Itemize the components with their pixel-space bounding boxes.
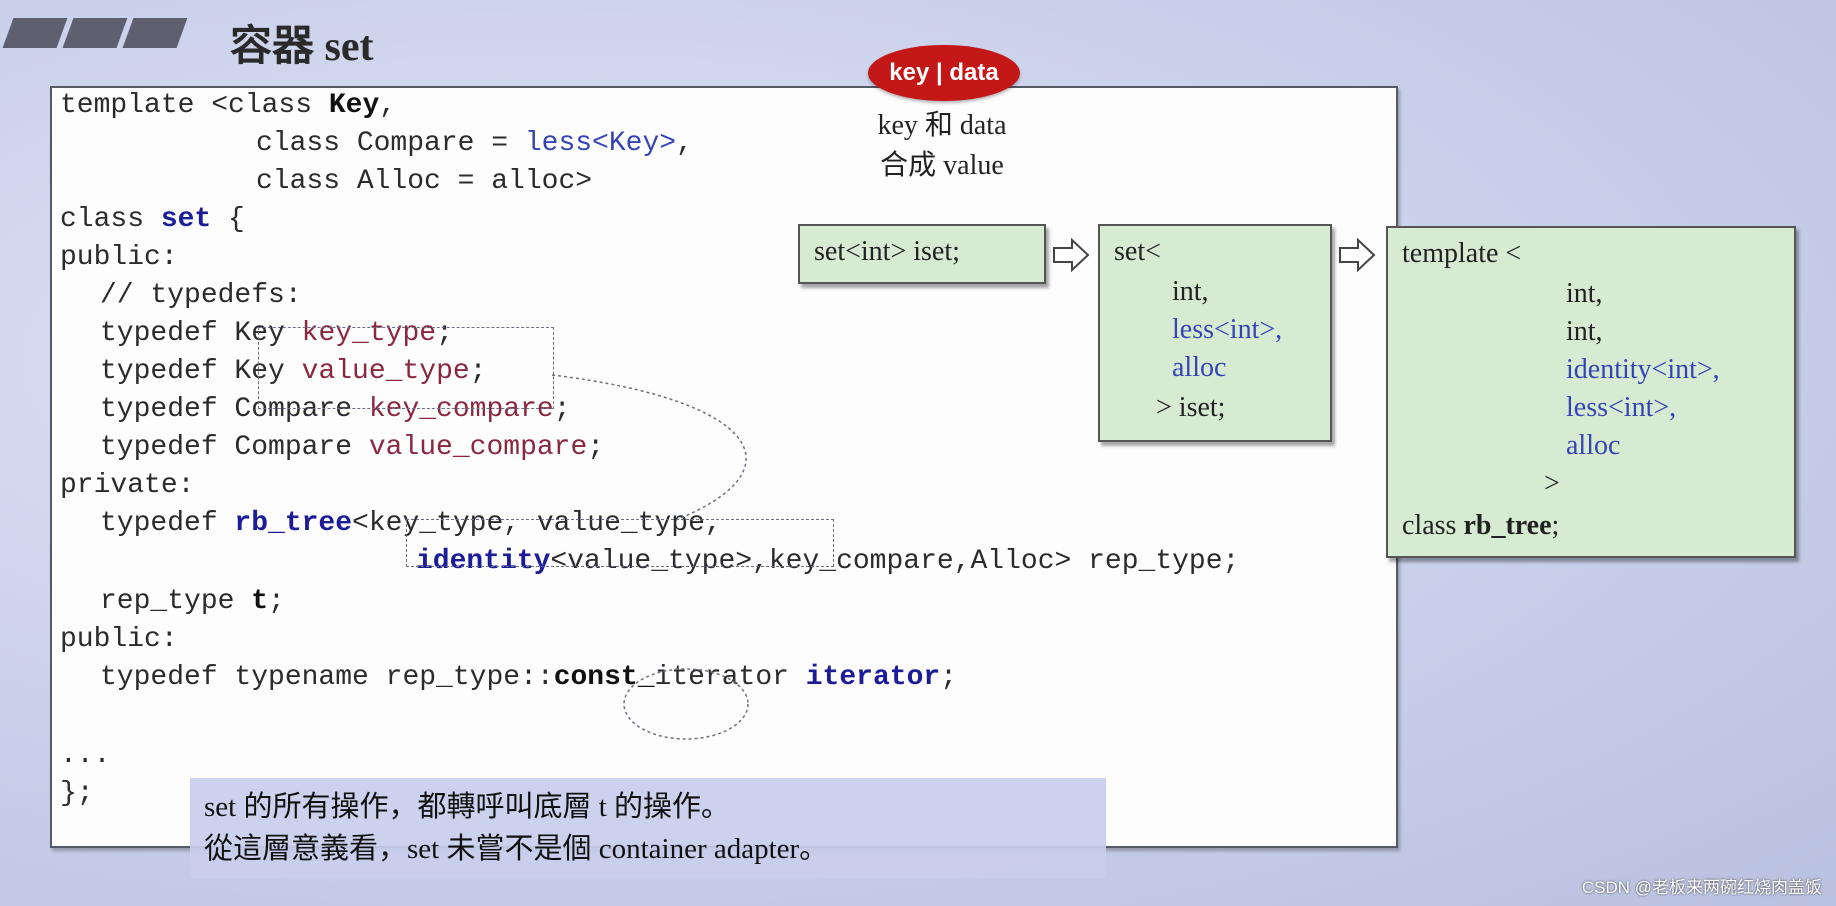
code-line-13: identity<value_type>,key_compare,Alloc> …: [416, 546, 1240, 577]
code-line-5: public:: [60, 242, 178, 273]
code-line-6: // typedefs:: [100, 280, 302, 311]
code-line-18: };: [60, 778, 94, 809]
code-line-15: public:: [60, 624, 178, 655]
code-line-8: typedef Key value_type;: [100, 356, 487, 387]
code-line-7: typedef Key key_type;: [100, 318, 453, 349]
iset-declaration-box: set<int> iset;: [798, 224, 1046, 284]
arrow-right-icon: [1339, 238, 1376, 272]
key-data-note: key 和 data 合成 value: [877, 110, 1007, 181]
key-value-type-highlight: [258, 327, 554, 409]
rb-tree-template-box: template < int, int, identity<int>, less…: [1386, 226, 1796, 558]
code-line-2: class Compare = less<Key>,: [256, 128, 693, 159]
summary-note: set 的所有操作，都轉呼叫底層 t 的操作。 從這層意義看，set 未嘗不是個…: [190, 778, 1106, 878]
key-data-badge: key | data: [868, 45, 1020, 101]
code-line-12: typedef rb_tree<key_type, value_type,: [100, 508, 722, 539]
arrow-right-icon: [1053, 238, 1090, 272]
code-line-4: class set {: [60, 204, 245, 235]
watermark: CSDN @老板来两碗红烧肉盖饭: [1581, 878, 1822, 897]
code-line-3: class Alloc = alloc>: [256, 166, 593, 197]
code-line-10: typedef Compare value_compare;: [100, 432, 605, 463]
code-line-14: rep_type t;: [100, 586, 285, 617]
code-line-11: private:: [60, 470, 195, 501]
code-line-1: template <class Key,: [60, 90, 397, 121]
slide-title: 容器 set: [230, 24, 374, 70]
rb-tree-args-highlight: [406, 519, 834, 567]
code-line-17: ...: [60, 740, 111, 771]
code-line-16: typedef typename rep_type::const_iterato…: [100, 662, 957, 693]
code-line-9: typedef Compare key_compare;: [100, 394, 571, 425]
set-template-box: set< int, less<int>, alloc > iset;: [1098, 224, 1332, 442]
code-panel: [50, 86, 1398, 848]
